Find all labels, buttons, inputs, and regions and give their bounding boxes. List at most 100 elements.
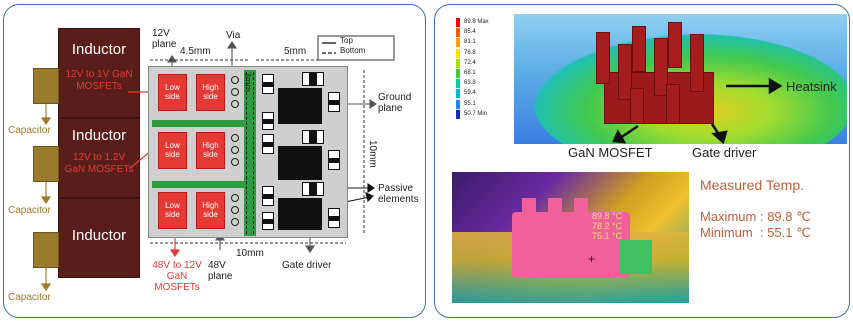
capacitor-label-3: Capacitor: [8, 292, 51, 303]
thermal-camera-image: 89.8 °C 78.2 °C 75.1 °C +: [452, 172, 689, 303]
legend-value: 63.8: [464, 80, 476, 87]
via-icon: [231, 88, 239, 96]
gate-driver-chip-3: [278, 198, 322, 230]
passive-component: [328, 158, 340, 163]
readout-line-2: 78.2 °C: [592, 220, 623, 231]
thermal-fin: [548, 198, 562, 218]
thermal-fin: [522, 198, 536, 218]
label-48v-mosfets: 48V to 12V GaN MOSFETs: [152, 260, 202, 293]
thermal-readout: 89.8 °C 78.2 °C 75.1 °C: [592, 211, 623, 242]
legend-value: 50.7 Min: [464, 110, 488, 117]
label-passive-elements: Passive elements: [378, 183, 419, 205]
label-48v-plane: 48V plane: [208, 260, 233, 282]
inductor-2-sub: 12V to 1.2V GaN MOSFETs: [64, 152, 134, 175]
readout-line-3: 75.1 °C: [592, 230, 623, 241]
legend-value: 72.4: [464, 59, 476, 66]
max-value: 89.8 ℃: [767, 209, 811, 224]
fet-high-3: High side: [196, 192, 225, 229]
label-5mm: 5mm: [284, 46, 307, 57]
capacitor-2: [33, 146, 59, 182]
max-label: Maximum: [700, 209, 757, 224]
capacitor-3: [33, 232, 59, 268]
passive-component: [262, 119, 274, 124]
legend-background: [454, 14, 514, 144]
heatsink-fin: [596, 32, 610, 84]
heatsink-fin: [630, 88, 644, 124]
legend-value: 81.1: [464, 39, 476, 46]
max-temp-row: Maximum : 89.8 ℃: [700, 209, 811, 224]
via-icon: [231, 206, 239, 214]
fet-high-2: High side: [196, 132, 225, 169]
heatsink-fin: [654, 38, 668, 96]
via-icon: [231, 218, 239, 226]
via-icon: [231, 158, 239, 166]
inductor-2-label: Inductor: [71, 127, 127, 144]
via-icon: [231, 134, 239, 142]
label-heatsink: Heatsink: [786, 79, 837, 94]
legend-swatch: [456, 79, 460, 89]
label-gate-driver-sim: Gate driver: [692, 145, 757, 160]
legend-value: 89.8 Max: [464, 19, 489, 25]
fet-high-1: High side: [196, 74, 225, 111]
label-gan-mosfet: GaN MOSFET: [568, 145, 653, 160]
thermal-gate-driver: [620, 240, 652, 274]
label-4-5mm: 4.5mm: [180, 46, 211, 57]
thermal-hotspot: [512, 212, 630, 278]
legend-swatch: [456, 38, 460, 48]
legend-top: Top: [340, 36, 353, 45]
label-ground-plane: Ground plane: [378, 92, 412, 114]
legend-swatch: [456, 69, 460, 78]
right-arrows: [612, 77, 783, 145]
legend-swatch: [456, 58, 460, 68]
passive-component: [328, 100, 340, 105]
green-trace-h1: [152, 120, 246, 127]
label-10mm-right: 10mm: [367, 140, 378, 168]
min-label: Minimum: [700, 225, 753, 240]
legend-swatch: [456, 99, 460, 109]
green-trace-h2: [152, 181, 246, 188]
passive-component: [309, 72, 317, 86]
passive-component: [328, 216, 340, 221]
inductor-1-sub: 12V to 1V GaN MOSFETs: [65, 69, 133, 92]
legend-value: 55.1: [464, 100, 476, 107]
fet-low-2: Low side: [158, 132, 187, 169]
min-value: 55.1 ℃: [767, 225, 811, 240]
legend-swatch: [456, 89, 460, 99]
thermal-fin: [574, 198, 588, 218]
passive-component: [262, 142, 274, 147]
heatsink-fin: [668, 22, 682, 68]
passive-component: [262, 82, 274, 87]
fet-low-1: Low side: [158, 74, 187, 111]
passive-component: [309, 182, 317, 196]
legend-value: 59.4: [464, 90, 476, 97]
heatsink-fin: [618, 44, 632, 100]
heatsink-fin: [690, 34, 704, 92]
inductor-3-label: Inductor: [71, 227, 127, 244]
legend-value: 76.8: [464, 49, 476, 56]
label-via: Via: [226, 30, 241, 41]
legend-swatch: [456, 28, 460, 38]
capacitor-label-1: Capacitor: [8, 125, 51, 136]
passive-component: [262, 194, 274, 199]
label-12v-plane: 12V plane: [152, 28, 177, 50]
legend-bottom: Bottom: [340, 46, 366, 55]
legend-value: 68.1: [464, 70, 476, 76]
gate-driver-chip-1: [278, 88, 322, 124]
inductor-2: Inductor 12V to 1.2V GaN MOSFETs: [58, 118, 140, 198]
capacitor-1: [33, 68, 59, 104]
gate-driver-chip-2: [278, 146, 322, 180]
label-10mm-bottom: 10mm: [236, 248, 264, 259]
legend-swatch: [456, 109, 460, 119]
inductor-1: Inductor 12V to 1V GaN MOSFETs: [58, 28, 140, 118]
legend-value: 85.4: [464, 29, 476, 36]
legend-swatch: [456, 18, 460, 27]
thermal-simulation-image: 89.8 Max 85.4 81.1 76.8 72.4 68.1 63.8 59.4 55.1…: [454, 14, 847, 144]
passive-component: [309, 130, 317, 144]
legend-swatch: [456, 48, 460, 58]
readout-line-1: 89.8 °C: [592, 211, 623, 221]
via-icon: [231, 194, 239, 202]
measured-temp-title: Measured Temp.: [700, 177, 805, 193]
capacitor-label-2: Capacitor: [8, 205, 51, 216]
via-icon: [231, 100, 239, 108]
temperature-legend: 89.8 Max 85.4 81.1 76.8 72.4 68.1 63.8 59.4 55.1…: [456, 18, 514, 122]
